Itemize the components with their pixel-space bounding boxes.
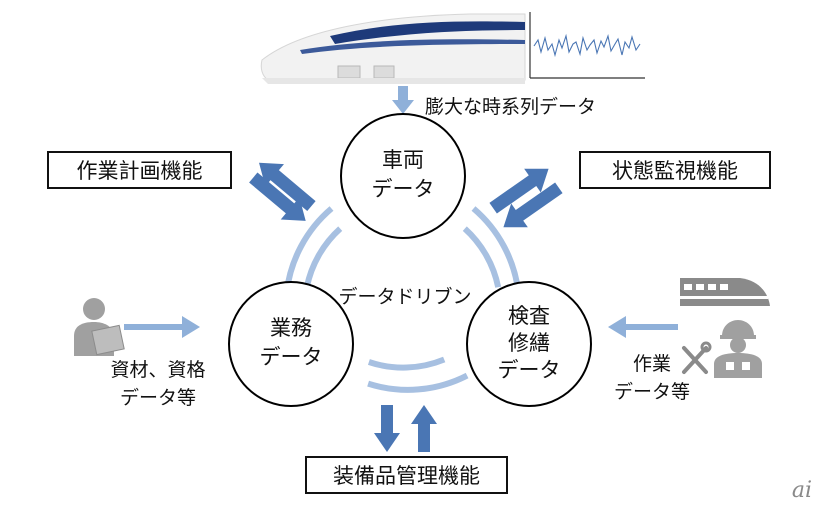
- equipment-management-function-label: 装備品管理機能: [333, 464, 480, 488]
- worker-with-document-icon: [74, 298, 125, 356]
- left-caption-line-2: データ等: [120, 387, 196, 409]
- vehicle-data-line-2: データ: [372, 177, 435, 201]
- work-planning-function-box: 作業計画機能: [47, 151, 232, 189]
- timeseries-chart-icon: [529, 12, 645, 79]
- business-data-node: 業務 データ: [228, 281, 354, 407]
- business-data-line-1: 業務: [270, 316, 312, 340]
- right-caption-line-1: 作業: [633, 353, 671, 375]
- business-data-line-2: データ: [260, 345, 323, 369]
- right-caption-line-2: データ等: [614, 381, 690, 403]
- train-to-vehicle-arrow: [392, 86, 414, 114]
- small-train-icon: [680, 278, 770, 306]
- equipment-management-function-box: 装備品管理機能: [305, 456, 508, 494]
- equipment-exchange-arrows: [374, 405, 437, 452]
- work-planning-exchange-arrows: [249, 162, 316, 221]
- left-caption-line-1: 資材、資格: [110, 359, 205, 381]
- shinkansen-train-icon: [260, 13, 526, 84]
- inspection-data-line-3: データ: [498, 358, 561, 382]
- tools-icon: [682, 341, 712, 374]
- inspection-repair-data-node: 検査 修繕 データ: [466, 281, 592, 407]
- inspection-data-line-1: 検査: [508, 304, 550, 328]
- condition-monitoring-function-box: 状態監視機能: [579, 151, 771, 189]
- condition-monitoring-exchange-arrows: [489, 168, 563, 228]
- condition-monitoring-function-label: 状態監視機能: [612, 159, 738, 183]
- work-data-input-arrow: [608, 316, 678, 338]
- watermark-logo: ai: [791, 478, 812, 503]
- maintenance-worker-icon: [714, 320, 762, 378]
- data-driven-label: データドリブン: [338, 285, 471, 308]
- inspection-data-line-2: 修繕: [508, 331, 550, 355]
- vehicle-data-node: 車両 データ: [340, 113, 466, 239]
- materials-input-arrow: [124, 316, 200, 338]
- timeseries-caption: 膨大な時系列データ: [425, 96, 596, 118]
- vehicle-data-line-1: 車両: [382, 148, 424, 172]
- work-planning-function-label: 作業計画機能: [76, 159, 203, 183]
